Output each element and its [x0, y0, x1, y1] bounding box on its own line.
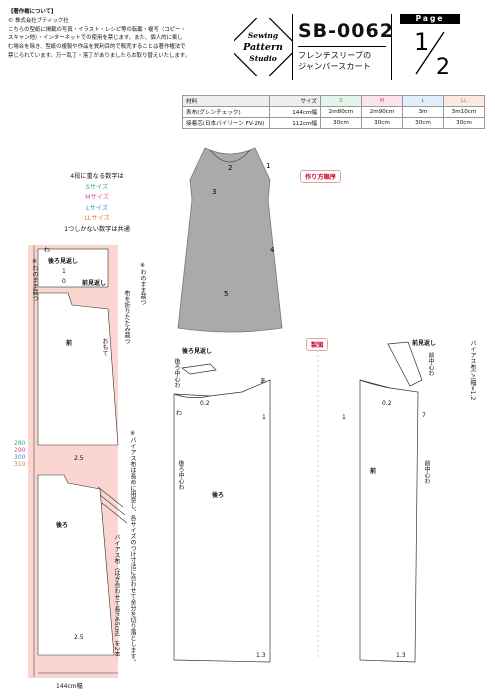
back-piece-label: 後ろ [56, 522, 69, 529]
legend-footer: 1つしかない数字は共通 [64, 225, 130, 233]
pattern-title: フレンチスリーブの ジャンパースカート [298, 50, 390, 72]
page-header: Page [400, 14, 460, 24]
keep-fold-note: ※わのまま裁つ [139, 262, 146, 305]
back-center-label: 後ろ中心わ [173, 358, 180, 388]
copyright-line: む場合を除き、型紙の複製や作品を質利目的で販売することは著作権法で [8, 44, 186, 51]
fold-note: 布を折りたたみ裁つ [123, 290, 130, 344]
pattern-title-line: ジャンパースカート [298, 61, 371, 71]
length-ll: 310 [14, 461, 26, 468]
drafting-pattern [173, 340, 423, 663]
bias-size-note: バイアス布（はぎ合わせて長さ65cm）を2本 [113, 534, 120, 657]
size-header: サイズ [269, 95, 321, 107]
keep-fold-note: ※わのまま裁つ [31, 258, 38, 301]
legend-ll: LLサイズ [84, 215, 110, 222]
back-center-label: 後ろ中心わ [177, 460, 184, 490]
pattern-title-line: フレンチスリーブの [298, 50, 372, 60]
drafting-tag: 製図 [306, 338, 329, 351]
draft-measure: 1 [262, 414, 266, 421]
seam-number: 2.5 [74, 455, 84, 462]
cutting-layout [33, 245, 128, 677]
copyright-block: 【著作権について】 © 株式会社ブティック社 こちらの型紙に掲載の写真・イラスト… [8, 8, 230, 61]
seam-number: 1 [62, 268, 66, 275]
seam-number: 0 [62, 278, 66, 285]
legend-title: 4段に重なる数字は [70, 173, 124, 180]
material-value: 3m10cm [443, 106, 485, 118]
logo-word: Sewing [248, 31, 278, 40]
draft-measure: 0.2 [200, 400, 210, 407]
front-facing-label: 前見返し [82, 280, 107, 287]
table-row: 表布(グレンチェック) 144cm幅 2m80cm 2m90cm 3m 3m10… [182, 106, 485, 118]
draft-measure: 1.3 [396, 652, 406, 659]
step-number: 5 [224, 290, 228, 298]
copyright-heading: 【著作権について】 [8, 9, 57, 15]
face-label: おもて [101, 338, 108, 356]
material-value: 30cm [361, 117, 403, 129]
title-divider [298, 46, 386, 47]
step-number: 3 [212, 188, 216, 196]
copyright-line: こちらの型紙に掲載の写真・イラスト・レシピ等の転載・複写（コピー・ [8, 26, 186, 33]
draft-measure: 1.3 [256, 652, 266, 659]
step-number: 4 [270, 246, 275, 254]
fold-mark: わ [176, 410, 183, 417]
legend-m: Mサイズ [85, 194, 109, 201]
front-draft-label: 前 [370, 468, 377, 475]
back-facing-draft-label: 後ろ見返し [182, 348, 213, 355]
steps-tag: 作り方順序 [300, 170, 341, 183]
draft-measure: 1 [342, 414, 346, 421]
table-row: 接着芯(日本バイリーン FV-2N) 112cm幅 30cm 30cm 30cm… [182, 117, 485, 129]
size-s: S [320, 95, 362, 107]
step-number: 1 [266, 162, 270, 170]
title-box [292, 14, 392, 80]
pattern-code: SB-0062 [298, 20, 394, 42]
material-name: 表布(グレンチェック) [182, 106, 270, 118]
material-value: 30cm [320, 117, 362, 129]
draft-measure: 7 [422, 412, 426, 419]
front-center-label: 前中心わ [427, 352, 434, 376]
legend-l: Lサイズ [86, 204, 108, 212]
copyright-line: 禁じられています。万一乱丁・落丁がありましたらお取り替えいたします。 [8, 52, 191, 59]
material-name: 接着芯(日本バイリーン FV-2N) [182, 117, 270, 129]
material-value: 30cm [402, 117, 444, 129]
step-number: 2 [228, 164, 232, 172]
seam-number: 2.5 [74, 634, 84, 641]
materials-header: 材料 [182, 95, 270, 107]
logo-word: Pattern [242, 42, 283, 53]
fold-label: わ [44, 247, 51, 254]
marker-label: あ [260, 378, 267, 385]
legend-s: Sサイズ [85, 183, 109, 191]
size-ll: LL [443, 95, 485, 107]
copyright-company: © 株式会社ブティック社 [8, 17, 69, 24]
materials-table: 材料 サイズ S M L LL 表布(グレンチェック) 144cm幅 2m80c… [182, 95, 485, 129]
material-value: 30cm [443, 117, 485, 129]
page-current: 1 [414, 28, 429, 56]
size-l: L [402, 95, 444, 107]
bias-width-label: バイアス布(↗)幅=1.2 [469, 340, 476, 401]
logo-word: Studio [249, 54, 276, 63]
material-width: 112cm幅 [269, 117, 321, 129]
size-m: M [361, 95, 403, 107]
material-value: 2m90cm [361, 106, 403, 118]
sewing-pattern-studio-logo: Sewing Pattern Studio [234, 18, 292, 76]
fabric-width: 144cm幅 [56, 683, 83, 690]
dress-illustration: 1 2 3 4 5 [177, 147, 283, 333]
back-draft-label: 後ろ [212, 492, 225, 499]
material-width: 144cm幅 [269, 106, 321, 118]
length-m: 290 [14, 447, 26, 454]
copyright-line: スキャン他）・インターネットでの使用を禁じます。また、個人的に楽し [8, 35, 183, 42]
length-s: 280 [14, 440, 26, 447]
total-length: 280 290 300 310 [14, 440, 25, 468]
size-legend: 4段に重なる数字は Sサイズ Mサイズ Lサイズ LLサイズ 1つしかない数字は… [52, 172, 142, 235]
front-piece-label: 前 [66, 340, 73, 347]
draft-measure: 0.2 [382, 400, 392, 407]
bias-note: ※バイアス布は長めに用意し、各サイズのつけ寸法に合わせて余分を切り落とします。 [129, 430, 136, 665]
page-number: 1 2 [414, 28, 450, 78]
material-value: 3m [402, 106, 444, 118]
material-value: 2m80cm [320, 106, 362, 118]
front-facing-draft-label: 前見返し [412, 340, 437, 347]
front-center-label: 前中心わ [423, 460, 430, 484]
back-facing-label: 後ろ見返し [48, 258, 79, 265]
length-l: 300 [14, 454, 26, 461]
table-header-row: 材料 サイズ S M L LL [182, 95, 485, 107]
page-total: 2 [436, 55, 450, 78]
